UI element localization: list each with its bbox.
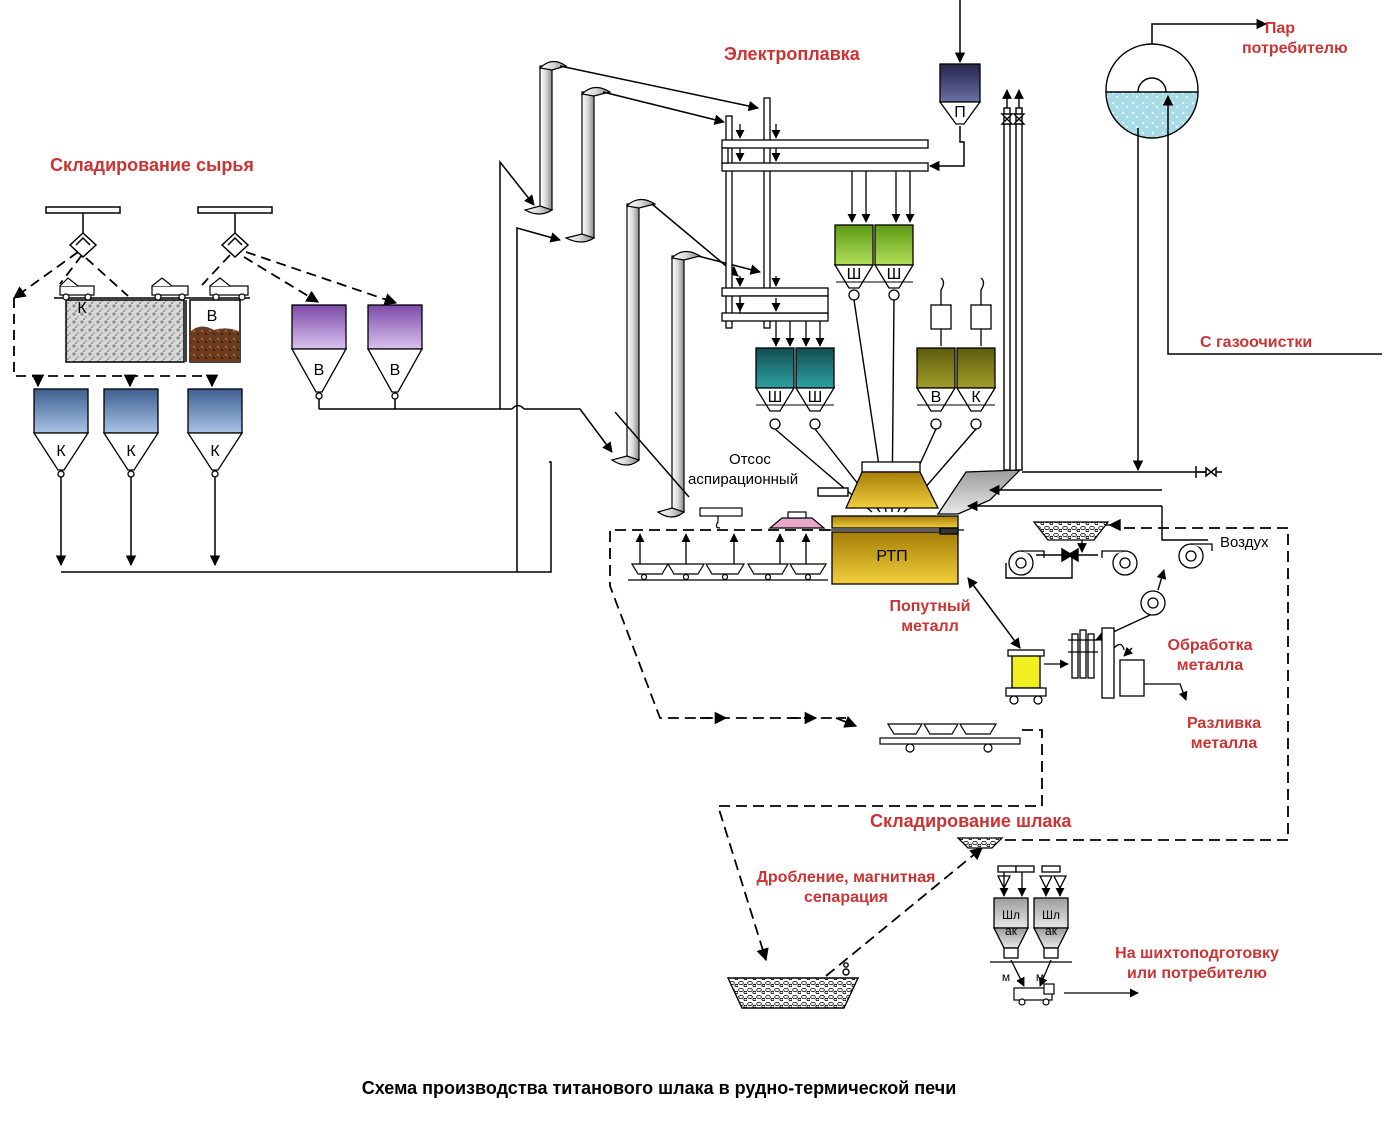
cart-arrows (635, 533, 811, 564)
ladle-car (1005, 649, 1047, 705)
slag-bin-arrows (999, 872, 1139, 998)
metal-processing-label-2: металла (1176, 657, 1244, 674)
blowers (1008, 543, 1213, 616)
aspiration-label-1: Отсос (729, 451, 771, 468)
boiler (1105, 43, 1199, 139)
bin-k1-label: К (56, 443, 66, 460)
slag-truck (1013, 983, 1055, 1006)
bin-sh3-label: Ш (767, 389, 783, 406)
slag-carts-conveyor (879, 723, 1021, 753)
bin-p-label: П (954, 104, 966, 121)
diagram-caption: Схема производства титанового шлака в ру… (361, 1078, 957, 1098)
steam-label-2: потребителю (1242, 40, 1348, 57)
aspiration-label-2: аспирационный (688, 471, 799, 488)
slag-bin1-label-2: ак (1005, 924, 1017, 938)
crushing-label-1: Дробление, магнитная (756, 869, 936, 886)
crushing-label-2: сепарация (803, 889, 889, 906)
bin-scale-ticks (756, 281, 995, 406)
bin-k2-label: К (126, 443, 136, 460)
boiler-flows (966, 18, 1382, 512)
to-consumer-label-1: На шихтоподготовку (1115, 945, 1279, 962)
bins-sh-teal (754, 347, 836, 430)
steam-label-1: Пар (1264, 20, 1296, 37)
slag-storage-label: Складирование шлака (870, 811, 1072, 831)
air-label: Воздух (1220, 534, 1269, 551)
stacker-dashed-flows (12, 251, 398, 388)
slag-bin2-label-1: Шл (1042, 908, 1060, 922)
slag-pile-top (1032, 521, 1110, 541)
raw-bins-k-outflow (55, 461, 552, 573)
raw-bins-v-outflow (318, 159, 613, 572)
bin-sh1-label: Ш (846, 266, 862, 283)
raw-bins-k (32, 388, 244, 478)
raw-storage-label: Складирование сырья (50, 155, 254, 175)
metal-casting-label-1: Разливка (1186, 715, 1262, 732)
electrosmelting-label: Электроплавка (724, 44, 860, 64)
slag-m1-label: м (1001, 970, 1011, 984)
yard-v-label: В (206, 308, 218, 325)
bin-v2-label: В (389, 362, 401, 379)
bins-sh-green (833, 224, 915, 301)
bin-v1-label: В (313, 362, 325, 379)
ore-thermal-furnace (826, 461, 964, 585)
slag-small-pile (956, 837, 1004, 849)
yard-k-label: К (77, 300, 87, 317)
bin-k-label: К (971, 389, 981, 406)
bins-v-k-olive (915, 277, 997, 430)
aspiration-flow (817, 487, 849, 497)
slag-dashed-flows (609, 527, 1289, 977)
bin-sh4-label: Ш (807, 389, 823, 406)
slag-bin1-label-1: Шл (1002, 908, 1020, 922)
dosing-frame (721, 97, 929, 329)
furnace-label: РТП (876, 548, 908, 565)
slag-crushed-pile (726, 962, 860, 1009)
loader-trucks (59, 277, 249, 301)
by-metal-label-1: Попутный (889, 598, 971, 615)
slag-chute (936, 469, 1022, 515)
bin-k3-label: К (210, 443, 220, 460)
from-gas-cleaning-label: С газоочистки (1200, 334, 1313, 351)
bin-p-flows (928, 0, 966, 172)
air-flows (1005, 506, 1208, 641)
slag-bin2-label-2: ак (1045, 924, 1057, 938)
exhaust-pipes (1000, 89, 1026, 471)
metal-processing-label-1: Обработка (1167, 637, 1253, 654)
slag-bins (990, 865, 1072, 963)
metal-flow-arrow (967, 577, 1021, 649)
metal-casting-label-2: металла (1190, 735, 1258, 752)
elevator-to-conveyor-arrows (559, 65, 762, 498)
charge-carts (628, 507, 828, 581)
to-consumer-label-2: или потребителю (1127, 965, 1267, 982)
metal-processing-unit (1044, 627, 1188, 701)
slag-m2-label: м (1035, 970, 1045, 984)
raw-bins-v (290, 304, 424, 400)
by-metal-label-2: металл (901, 618, 959, 635)
frame-arrows (735, 124, 915, 347)
bin-sh2-label: Ш (886, 266, 902, 283)
bin-v-label: В (930, 389, 942, 406)
bucket-elevators (523, 60, 702, 518)
bin-p (938, 63, 982, 125)
